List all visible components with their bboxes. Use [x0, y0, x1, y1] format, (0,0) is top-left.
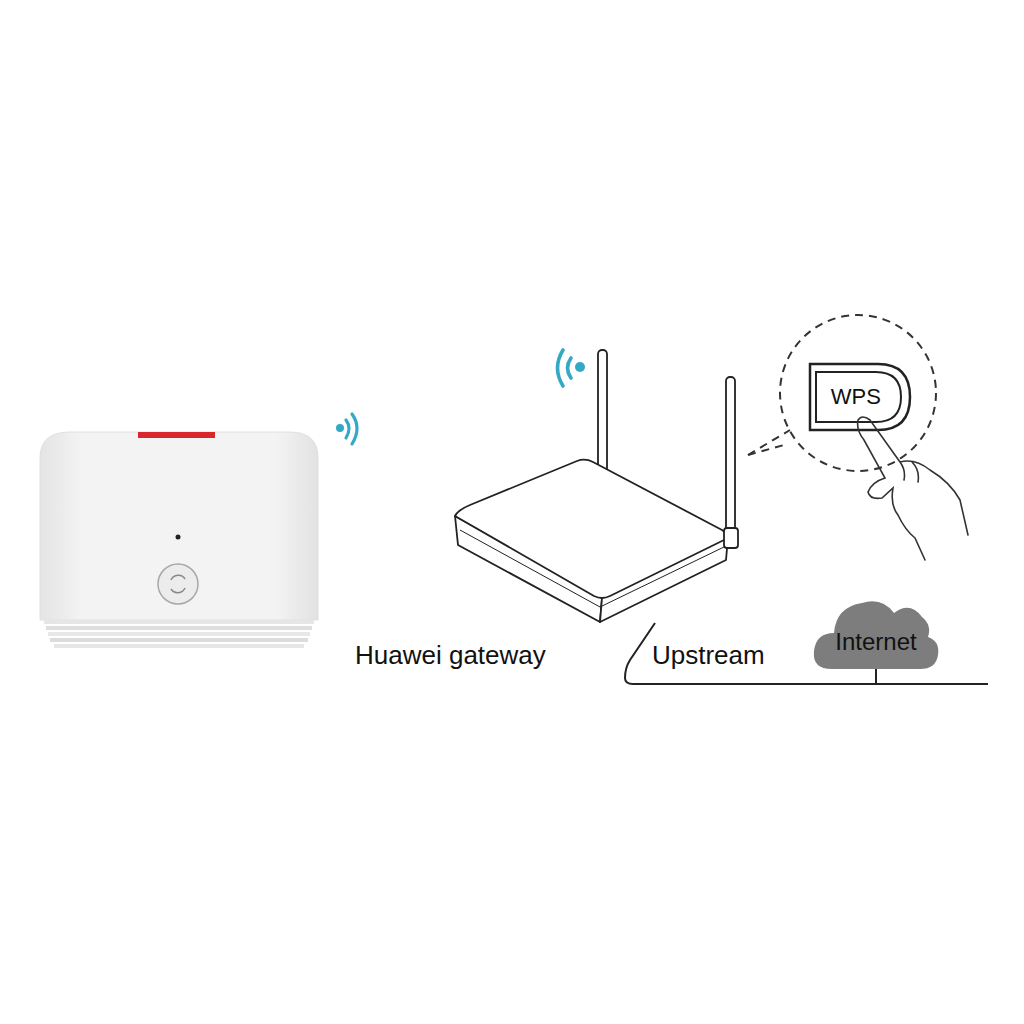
- cloud-label: Internet: [835, 628, 916, 656]
- wifi-icon: [336, 414, 357, 444]
- button-label: WPS: [831, 384, 881, 410]
- internet-cloud: Internet: [812, 595, 940, 673]
- gateway-node: Huawei gateway: [452, 455, 732, 625]
- edge-label: Upstream: [650, 640, 767, 671]
- device-label: Huawei gateway: [355, 640, 546, 671]
- hand-outline: [858, 417, 968, 560]
- router-illustration: [455, 350, 738, 622]
- wifi-icon: [558, 350, 586, 386]
- upstream-line: [875, 683, 988, 685]
- mesh-device: [40, 432, 318, 648]
- callout-circle: [748, 315, 936, 471]
- wps-button: WPS: [808, 362, 912, 432]
